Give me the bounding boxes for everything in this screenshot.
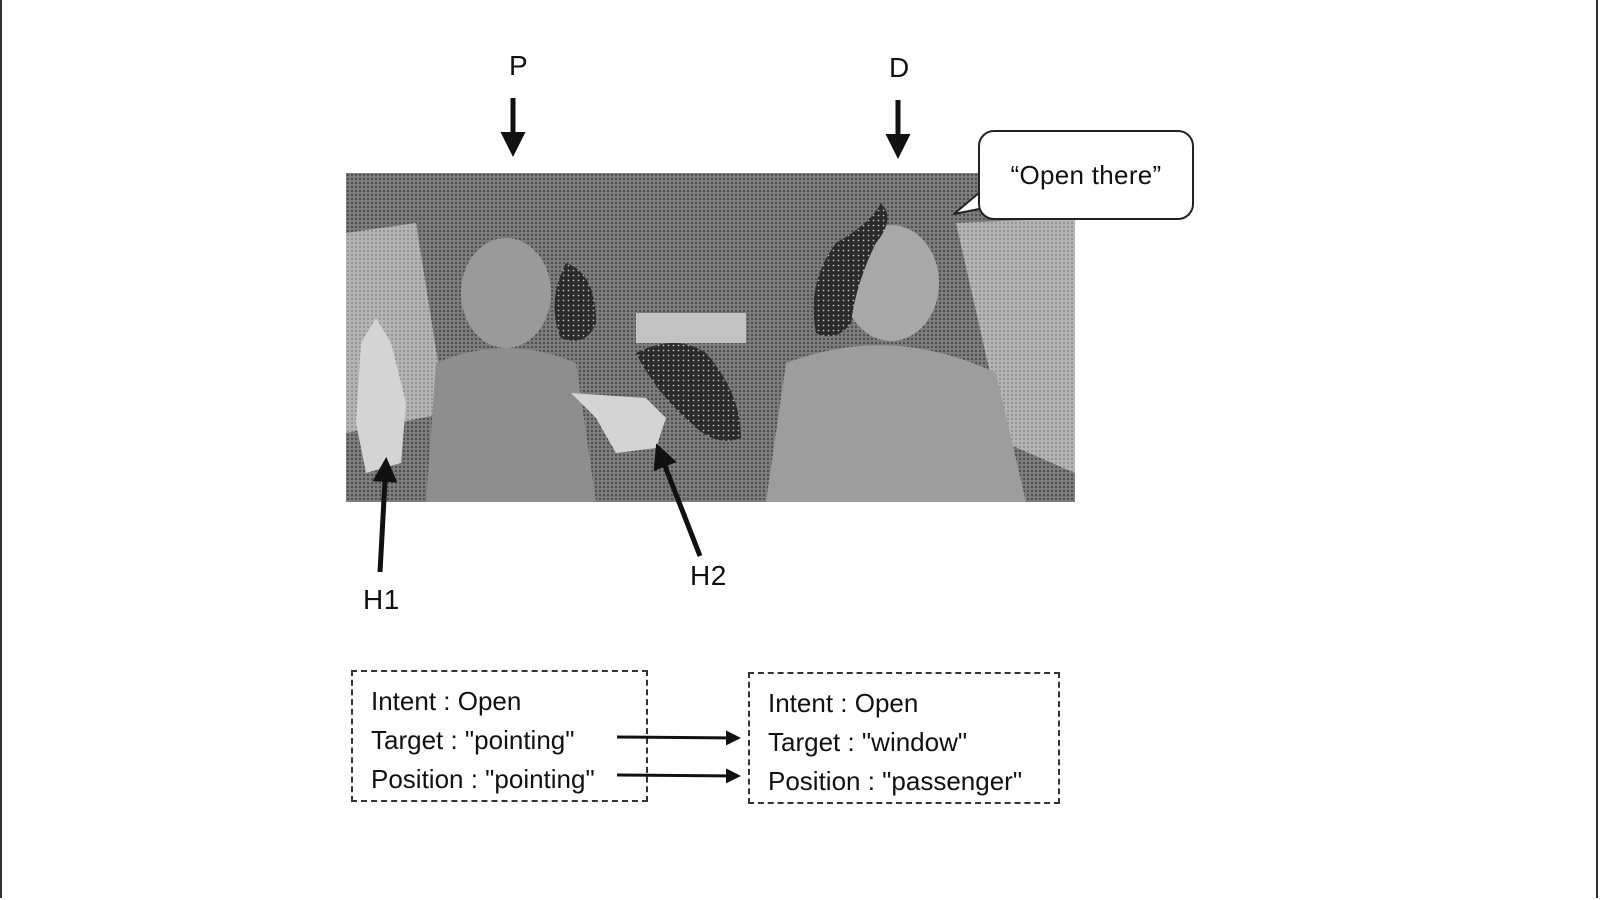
hand-two-label: H2: [690, 560, 727, 591]
speech-bubble: “Open there”: [978, 130, 1194, 220]
passenger-label: P: [509, 50, 529, 81]
passenger-keypoints: [554, 263, 596, 341]
resolved-intent-box: Intent : Open Target : "window" Position…: [748, 672, 1060, 804]
hand-one-label: H1: [363, 584, 400, 615]
right-intent-row: Intent : Open: [768, 688, 919, 718]
pointing-intent-box: Intent : Open Target : "pointing" Positi…: [351, 670, 648, 802]
driver-keypoints: [813, 203, 888, 337]
passenger-body: [426, 348, 596, 502]
car-interior-photo: [346, 173, 1075, 502]
speech-bubble-text: “Open there”: [1010, 159, 1162, 190]
right-position-row: Position : "passenger": [768, 766, 1023, 796]
driver-body: [766, 345, 1026, 502]
pointing-hand: [571, 393, 666, 453]
left-position-row: Position : "pointing": [371, 764, 595, 794]
right-window: [956, 218, 1075, 473]
raised-hand: [356, 318, 406, 473]
hand-keypoints: [636, 343, 741, 441]
driver-label: D: [889, 52, 910, 83]
passenger-head: [461, 238, 551, 348]
right-target-row: Target : "window": [768, 727, 968, 757]
speech-bubble-tail: [953, 191, 985, 215]
rear-window: [636, 313, 746, 343]
left-target-row: Target : "pointing": [371, 725, 575, 755]
left-intent-row: Intent : Open: [371, 686, 522, 716]
